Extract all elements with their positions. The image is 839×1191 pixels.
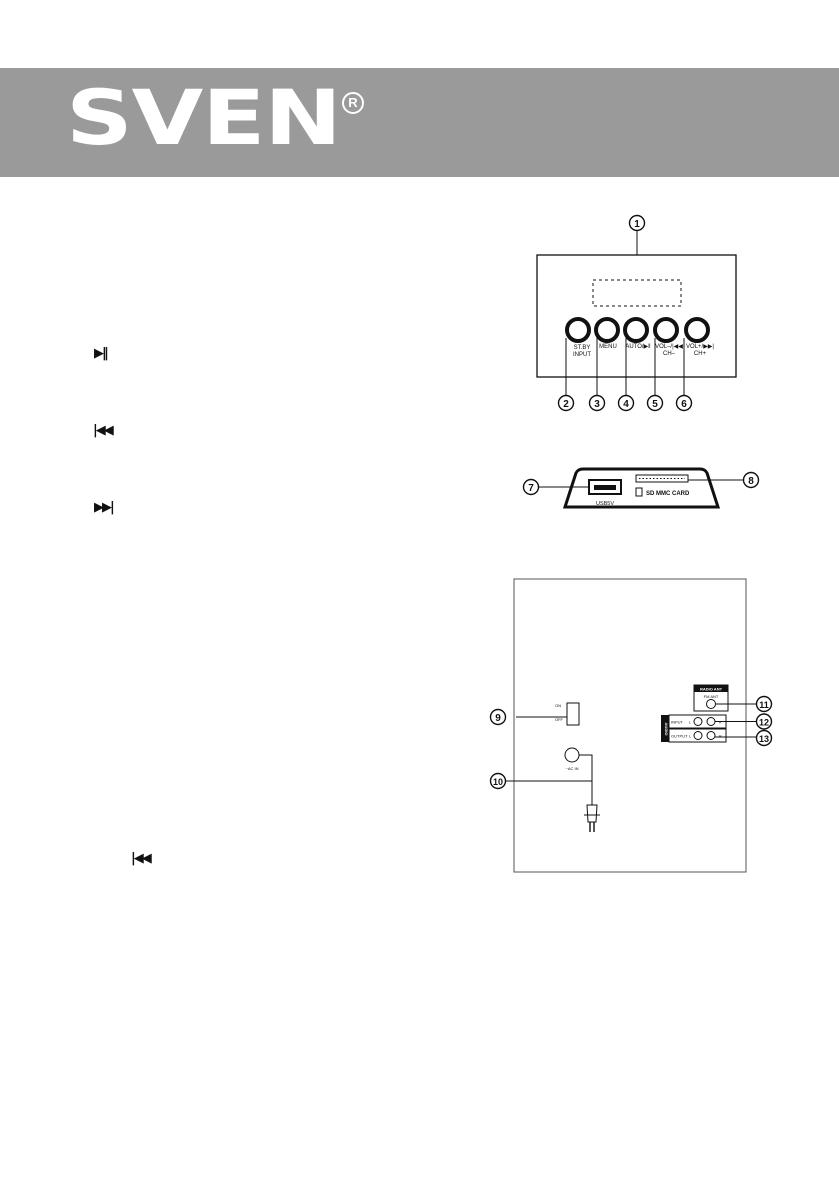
button-auto: AUTO/▶‖ 4 xyxy=(617,317,651,412)
switch-off-label: OFF xyxy=(555,717,564,722)
button-label: VOL+/▶▶| xyxy=(686,344,714,350)
power-plug-icon xyxy=(584,804,600,832)
callout-number: 13 xyxy=(759,734,769,744)
callout-number: 11 xyxy=(759,700,769,710)
callout-number: 1 xyxy=(634,219,640,230)
rear-panel-diagram: ON OFF 9 ~AC IN 10 RADIO ANT FM ANT 11 A… xyxy=(489,578,773,873)
button-menu: MENU 3 xyxy=(588,317,620,412)
button-label-2: INPUT xyxy=(573,352,591,358)
input-r-mark: R xyxy=(719,721,722,725)
button-label-2: CH+ xyxy=(694,351,707,357)
input-right-jack xyxy=(706,717,716,726)
previous-track-icon-2: |◀◀ xyxy=(131,851,152,866)
output-label: OUTPUT xyxy=(671,734,688,739)
output-right-jack xyxy=(706,731,716,740)
play-pause-icon: ▶‖ xyxy=(94,346,108,361)
button-vol-down: VOL–/|◀◀ CH– 5 xyxy=(646,317,683,412)
ac-inlet xyxy=(564,747,580,763)
callout-number: 9 xyxy=(495,713,501,724)
callout-number: 12 xyxy=(759,718,769,728)
side-panel-diagram: USB5V SD MMC CARD 7 8 xyxy=(522,467,760,509)
output-l-mark: L xyxy=(689,735,691,739)
input-l-mark: L xyxy=(689,721,691,725)
sd-card-icon xyxy=(635,487,643,497)
next-track-icon: ▶▶| xyxy=(94,500,115,515)
callout-number: 2 xyxy=(563,399,569,410)
previous-track-icon: |◀◀ xyxy=(93,423,114,438)
input-label: INPUT xyxy=(671,720,684,725)
fm-label: FM ANT xyxy=(704,694,719,699)
button-label: VOL–/|◀◀ xyxy=(655,344,683,350)
button-vol-up: VOL+/▶▶| CH+ 6 xyxy=(675,317,714,412)
callout-number: 3 xyxy=(594,399,600,410)
callout-number: 7 xyxy=(528,483,534,494)
input-left-jack xyxy=(693,717,703,726)
ac-in-label: ~AC IN xyxy=(565,766,578,771)
usb-label: USB5V xyxy=(596,501,614,507)
callout-number: 6 xyxy=(681,399,687,410)
callout-number: 5 xyxy=(652,399,658,410)
front-panel-outline xyxy=(536,254,737,378)
output-left-jack xyxy=(693,731,703,740)
button-label-2: CH– xyxy=(663,351,676,357)
power-switch xyxy=(566,702,580,726)
button-standby: ST.BY INPUT 2 xyxy=(557,317,591,412)
audio-tag xyxy=(661,715,669,742)
button-label: MENU xyxy=(599,344,617,350)
fm-antenna-jack xyxy=(706,699,716,709)
button-label: AUTO/▶‖ xyxy=(625,344,650,350)
sd-card-slot xyxy=(635,474,689,483)
header-band xyxy=(0,68,839,177)
sd-label: SD MMC CARD xyxy=(646,491,690,497)
callout-number: 8 xyxy=(748,476,754,487)
callout-number: 4 xyxy=(623,399,629,410)
display-window xyxy=(592,279,682,307)
fm-header-label: RADIO ANT xyxy=(700,687,723,692)
callout-number: 10 xyxy=(493,777,503,787)
switch-on-label: ON xyxy=(555,703,561,708)
registered-mark: R xyxy=(342,92,364,114)
brand-logo: SVEN xyxy=(66,73,342,162)
audio-label: AUDIO xyxy=(664,723,669,736)
button-label: ST.BY xyxy=(574,345,591,351)
